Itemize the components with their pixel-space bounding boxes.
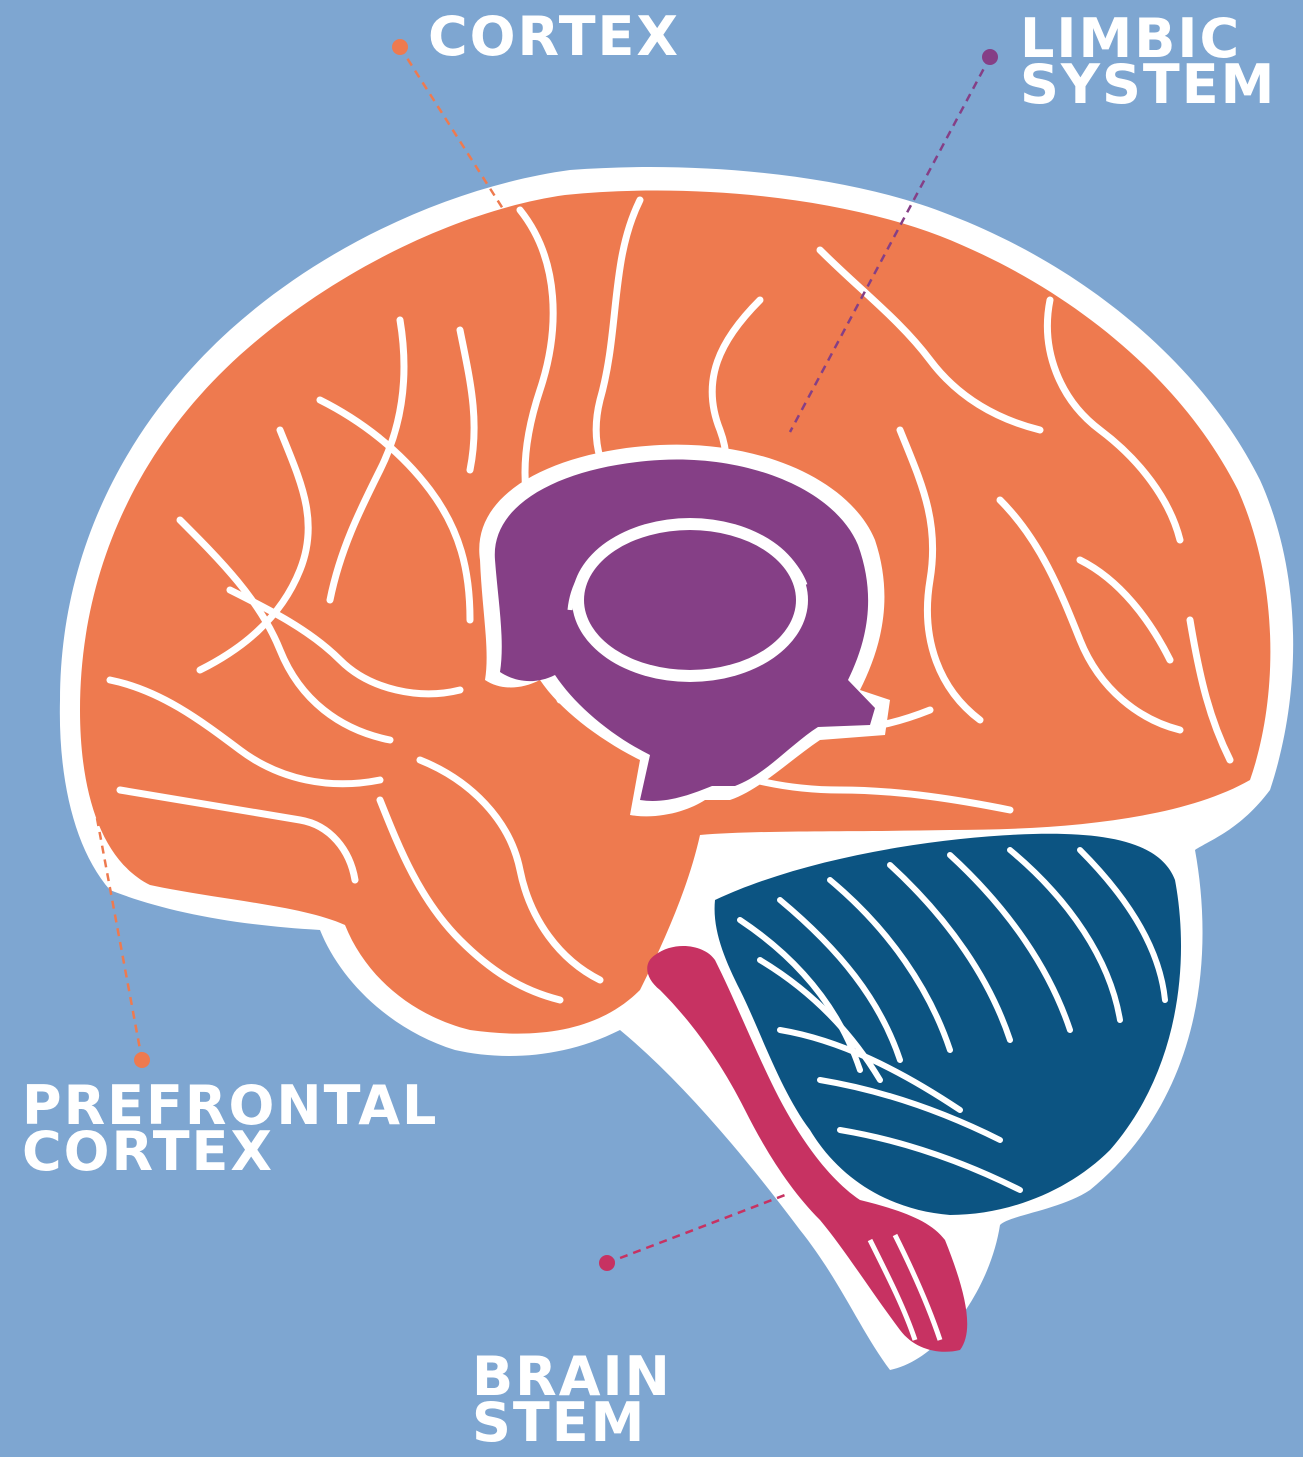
brain-stem-label: BRAIN STEM — [472, 1354, 672, 1446]
cortex-label: CORTEX — [428, 14, 680, 60]
prefrontal-dot — [134, 1052, 150, 1068]
brainstem-leader-line — [607, 1195, 785, 1263]
brainstem-dot — [599, 1255, 615, 1271]
cortex-label-line-1: CORTEX — [428, 14, 680, 60]
prefrontal-cortex-label: PREFRONTAL CORTEX — [22, 1083, 438, 1175]
limbic-dot — [982, 49, 998, 65]
limbic-system-label: LIMBIC SYSTEM — [1020, 16, 1276, 108]
brain-stem-label-line-2: STEM — [472, 1400, 672, 1446]
limbic-label-line-2: SYSTEM — [1020, 62, 1276, 108]
cortex-dot — [392, 39, 408, 55]
cortex-leader-line — [400, 47, 505, 212]
